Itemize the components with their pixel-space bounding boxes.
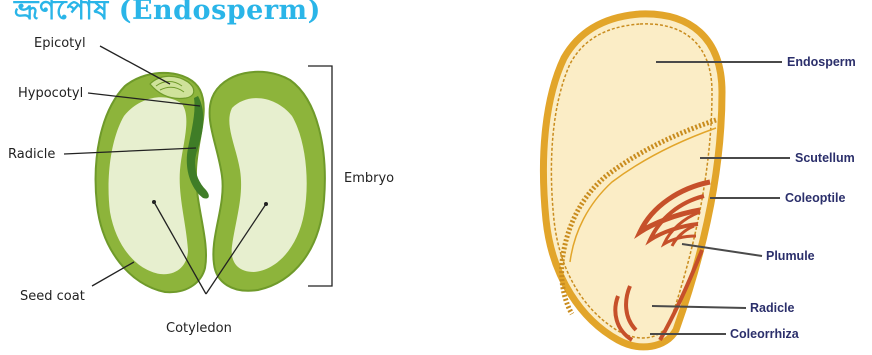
label-embryo: Embryo xyxy=(344,171,394,186)
label-cotyledon: Cotyledon xyxy=(166,321,232,336)
label-seed-coat: Seed coat xyxy=(20,289,85,304)
cotyledon-dot-a xyxy=(152,200,156,204)
cotyledon-dot-b xyxy=(264,202,268,206)
maize-grain-figure: Endosperm Scutellum Coleoptile Plumule R… xyxy=(543,14,855,347)
label-endosperm: Endosperm xyxy=(787,55,856,69)
label-hypocotyl: Hypocotyl xyxy=(18,86,83,101)
label-plumule: Plumule xyxy=(766,249,815,263)
label-coleoptile: Coleoptile xyxy=(785,191,845,205)
dicot-seed-figure: Epicotyl Hypocotyl Radicle Seed coat Cot… xyxy=(8,36,394,336)
seed-coat-leader xyxy=(92,262,134,286)
epicotyl-leader xyxy=(100,46,170,84)
grain-outline xyxy=(543,14,722,347)
label-coleorrhiza: Coleorrhiza xyxy=(730,327,800,341)
label-epicotyl: Epicotyl xyxy=(34,36,86,51)
label-radicle-right: Radicle xyxy=(750,301,795,315)
label-radicle-left: Radicle xyxy=(8,147,55,162)
label-scutellum: Scutellum xyxy=(795,151,855,165)
